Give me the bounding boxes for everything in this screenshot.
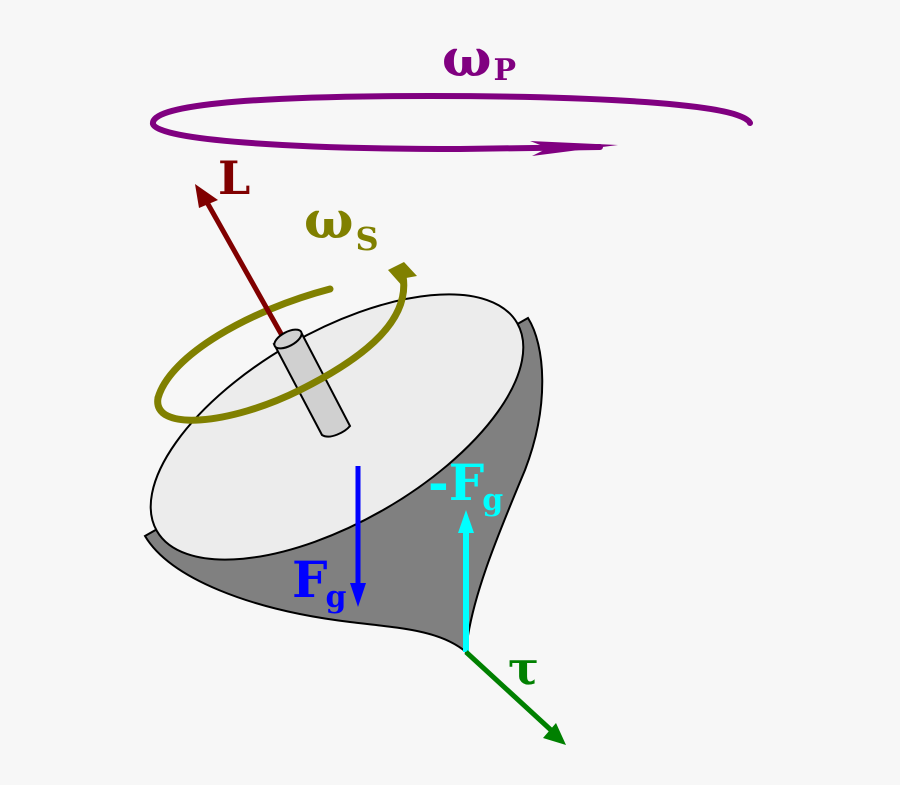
spin-loop-front xyxy=(154,272,408,424)
gravity-label: Fg xyxy=(292,550,347,615)
precession-label: ωP xyxy=(442,28,516,89)
torque-label: τ xyxy=(508,641,539,695)
angular-momentum-label: L xyxy=(218,151,250,205)
precession-loop xyxy=(150,92,753,153)
angular-momentum-arrowhead xyxy=(195,184,218,208)
spin-arrowhead xyxy=(388,262,417,288)
gravity-arrowhead xyxy=(350,583,366,607)
angular-momentum-vector xyxy=(201,195,287,341)
spin-loop-back xyxy=(154,285,334,402)
precession-arrowhead xyxy=(530,141,618,156)
normal-force-arrowhead xyxy=(458,510,474,533)
torque-arrowhead xyxy=(543,723,566,745)
normal-force-label: -Fg xyxy=(428,453,503,518)
torque-vector xyxy=(464,650,554,733)
spin-label: ωS xyxy=(304,190,379,258)
